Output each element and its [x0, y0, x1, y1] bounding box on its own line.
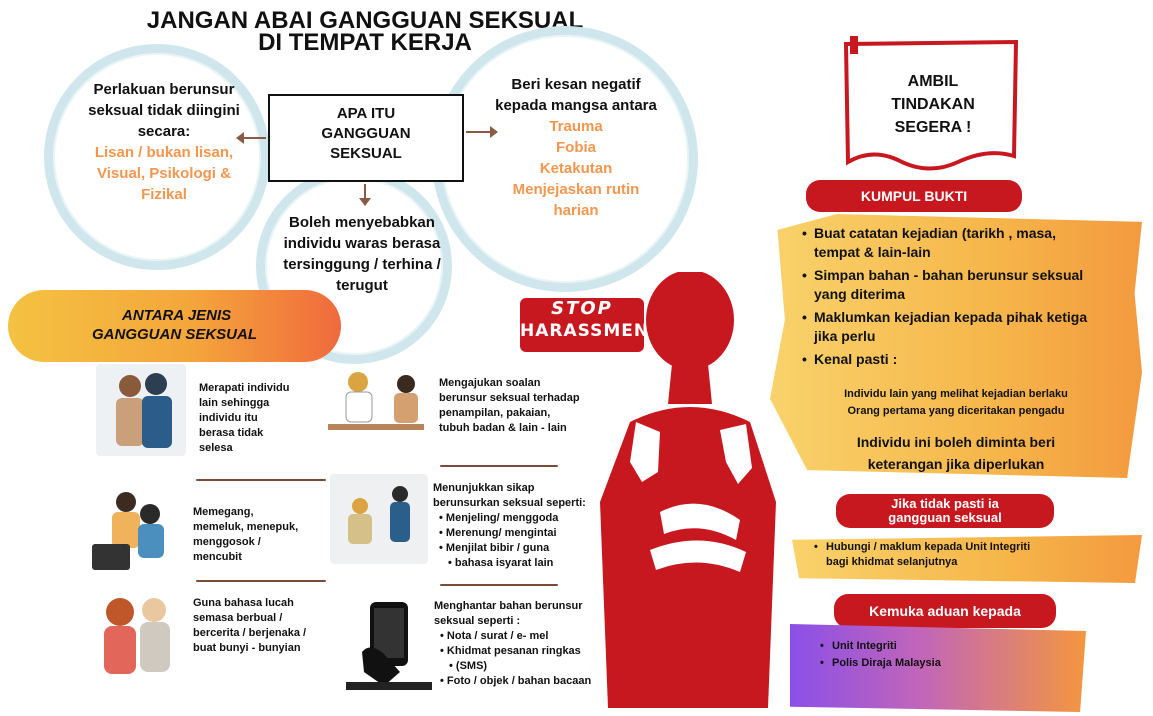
arrow-right	[466, 131, 494, 133]
arrow-down-head-icon	[359, 198, 371, 206]
victim-silhouette-icon	[600, 272, 776, 708]
arrow-left	[238, 137, 266, 139]
office-staring-icon	[330, 474, 428, 564]
left-circle-text: Perlakuan berunsur seksual tidak diingin…	[88, 81, 240, 203]
phone-icon	[344, 592, 434, 690]
divider	[440, 465, 558, 467]
divider	[440, 584, 558, 586]
boleh-diminta-text: Individu ini boleh diminta beri keterang…	[856, 434, 1056, 472]
interview-icon	[322, 364, 432, 450]
stop-harassment-sign: STOP HARASSMENT	[520, 298, 661, 352]
type-text-memegang: Memegang, memeluk, menepuk, menggosok / …	[193, 506, 299, 563]
hubungi-text: Hubungi / maklum kepada Unit Integriti b…	[814, 540, 1134, 570]
bottom-circle-text: Boleh menyebabkan individu waras berasa …	[283, 214, 441, 294]
type-text-bahasa-lucah: Guna bahasa lucah semasa berbual / berce…	[193, 597, 307, 654]
whisper-icon	[90, 588, 186, 684]
type-text-merapati: Merapati individu lain sehingga individu…	[199, 382, 290, 454]
bukti-list: Buat catatan kejadian (tarikh , masa, te…	[802, 224, 1102, 369]
kemuka-aduan-banner: Kemuka aduan kepada	[834, 594, 1056, 628]
jenis-banner	[8, 290, 341, 362]
right-circle-text: Beri kesan negatif kepada mangsa antara …	[495, 76, 657, 219]
arrow-left-head-icon	[236, 132, 244, 144]
type-text-soalan: Mengajukan soalan berunsur seksual terha…	[439, 377, 580, 434]
kenal-pasti-sub: Individu lain yang melihat kejadian berl…	[844, 388, 1068, 417]
kumpul-bukti-banner: KUMPUL BUKTI	[806, 180, 1022, 212]
left-circle-ring	[44, 44, 270, 270]
office-icon	[86, 484, 184, 576]
couple-icon	[96, 364, 186, 456]
center-definition-box: APA ITU GANGGUAN SEKSUAL	[268, 94, 464, 182]
jika-tidak-pasti-banner: Jika tidak pasti ia gangguan seksual	[836, 494, 1054, 528]
aduan-list: Unit Integriti Polis Diraja Malaysia	[820, 638, 1070, 672]
page-title: JANGAN ABAI GANGGUAN SEKSUAL DI TEMPAT K…	[146, 7, 584, 56]
type-text-bahan: Menghantar bahan berunsur seksual sepert…	[434, 599, 614, 689]
jenis-banner-text: ANTARA JENIS GANGGUAN SEKSUAL	[92, 307, 258, 343]
arrow-down	[364, 184, 366, 200]
ambil-frame-icon	[843, 36, 1019, 171]
divider	[196, 580, 326, 582]
ambil-tindakan-text: AMBIL TINDAKAN SEGERA !	[891, 73, 975, 136]
arrow-right-head-icon	[490, 126, 498, 138]
type-text-sikap: Menunjukkan sikap berunsurkan seksual se…	[433, 481, 603, 571]
divider	[196, 479, 326, 481]
